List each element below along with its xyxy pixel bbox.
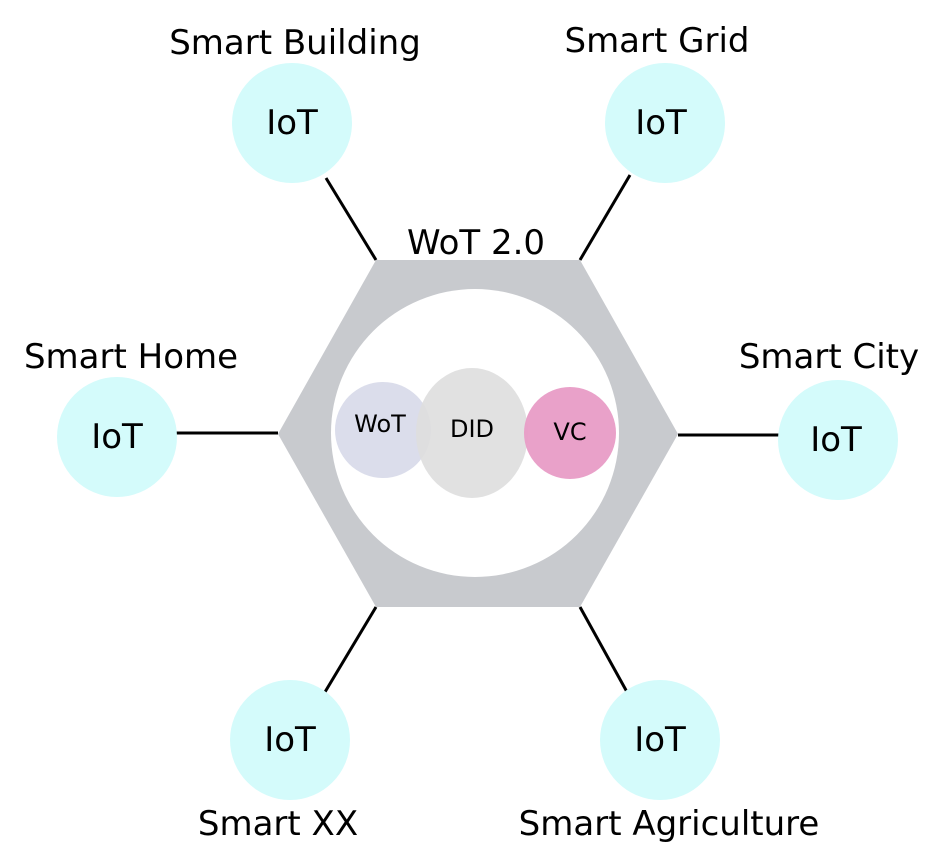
node-smart-home: IoT Smart Home xyxy=(24,337,238,497)
connector-building xyxy=(324,177,378,261)
iot-label: IoT xyxy=(635,103,687,143)
did-circle xyxy=(416,368,528,498)
node-smart-city: IoT Smart City xyxy=(739,337,919,500)
node-smart-xx: IoT Smart XX xyxy=(198,680,358,844)
iot-label: IoT xyxy=(266,103,318,143)
iot-label: IoT xyxy=(810,420,862,460)
node-label: Smart Agriculture xyxy=(519,804,820,844)
iot-label: IoT xyxy=(91,417,143,457)
node-label: Smart Home xyxy=(24,337,238,377)
iot-label: IoT xyxy=(264,720,316,760)
node-label: Smart XX xyxy=(198,804,358,844)
node-smart-grid: IoT Smart Grid xyxy=(564,21,750,183)
connector-agriculture xyxy=(578,606,629,693)
node-label: Smart Grid xyxy=(564,21,749,61)
wot-label: WoT xyxy=(354,410,406,438)
iot-circle xyxy=(232,63,352,183)
iot-circle xyxy=(600,680,720,800)
iot-label: IoT xyxy=(634,720,686,760)
did-label: DID xyxy=(450,415,494,443)
vc-label: VC xyxy=(553,418,586,446)
node-smart-building: IoT Smart Building xyxy=(169,23,421,183)
node-smart-agriculture: IoT Smart Agriculture xyxy=(519,680,820,844)
node-label: Smart City xyxy=(739,337,919,377)
wot-circle xyxy=(335,382,431,478)
center-title: WoT 2.0 xyxy=(407,223,545,263)
iot-circle xyxy=(778,380,898,500)
iot-circle xyxy=(230,680,350,800)
node-label: Smart Building xyxy=(169,23,421,63)
connector-xx xyxy=(323,606,378,693)
connector-grid xyxy=(578,174,632,261)
iot-circle xyxy=(605,63,725,183)
vc-circle xyxy=(524,387,616,479)
iot-circle xyxy=(57,377,177,497)
